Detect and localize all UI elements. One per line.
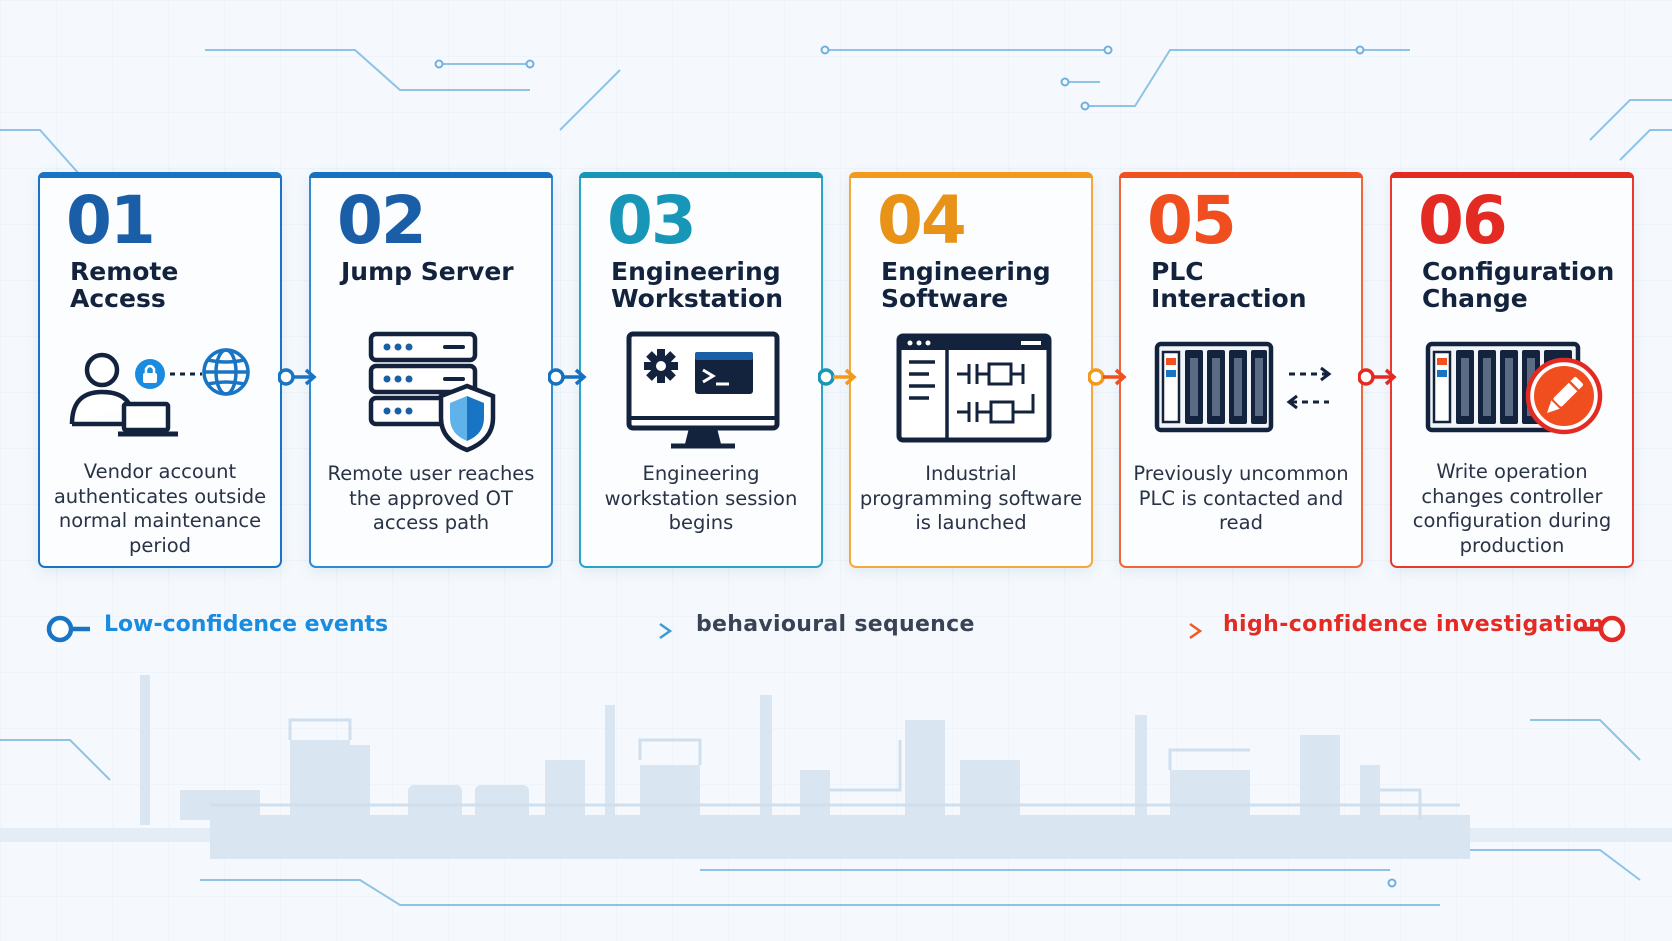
step-card-3: 03 Engineering Workstation Engineering w…: [579, 172, 823, 568]
connector-arrow-4: [1088, 368, 1127, 386]
connector-arrow-3: [818, 368, 857, 386]
step-description: Write operation changes controller confi…: [1412, 460, 1612, 557]
step-card-2: 02 Jump Server Remote user reaches the a…: [309, 172, 553, 568]
server-shield-icon: [368, 331, 496, 453]
step-card-6: 06 Configuration Change Write operation …: [1390, 172, 1634, 568]
user-laptop-lock-globe-icon: [69, 348, 250, 437]
legend-behavioural-sequence: behavioural sequence: [696, 612, 975, 637]
step-title: PLC Interaction: [1151, 257, 1307, 313]
step-card-5: 05 PLC Interaction Previously uncommon P…: [1119, 172, 1363, 568]
step-card-1: 01 Remote Access Vendor account authenti…: [38, 172, 282, 568]
step-description: Previously uncommon PLC is contacted and…: [1133, 462, 1349, 534]
plc-edit-icon: [1425, 341, 1603, 435]
connector-arrow-2: [548, 368, 587, 386]
step-description: Industrial programming software is launc…: [859, 462, 1083, 534]
legend-high-confidence: high-confidence investigation: [1223, 612, 1605, 637]
step-number: 02: [337, 182, 427, 259]
step-title: Configuration Change: [1422, 257, 1615, 313]
card-accent-bar: [579, 172, 823, 178]
plc-arrows-icon: [1154, 341, 1332, 433]
card-accent-bar: [1390, 172, 1634, 178]
card-accent-bar: [38, 172, 282, 178]
step-description: Engineering workstation session begins: [604, 462, 798, 534]
card-accent-bar: [849, 172, 1093, 178]
step-number: 06: [1418, 182, 1508, 259]
connector-arrow-5: [1358, 368, 1397, 386]
connector-arrow-1: [278, 368, 317, 386]
step-title: Remote Access: [70, 257, 179, 313]
step-description: Remote user reaches the approved OT acce…: [327, 462, 535, 534]
step-description: Vendor account authenticates outside nor…: [53, 460, 267, 557]
step-number: 05: [1147, 182, 1237, 259]
step-title: Engineering Workstation: [611, 257, 784, 313]
card-accent-bar: [309, 172, 553, 178]
step-number: 01: [66, 182, 156, 259]
ladder-logic-window-icon: [896, 333, 1052, 443]
step-card-4: 04 Engineering Software Industrial progr…: [849, 172, 1093, 568]
legend-low-confidence: Low-confidence events: [104, 612, 389, 637]
step-title: Engineering Software: [881, 257, 1051, 313]
step-title: Jump Server: [341, 257, 514, 286]
step-number: 04: [877, 182, 967, 259]
monitor-gear-terminal-icon: [626, 331, 780, 449]
step-number: 03: [607, 182, 697, 259]
card-accent-bar: [1119, 172, 1363, 178]
